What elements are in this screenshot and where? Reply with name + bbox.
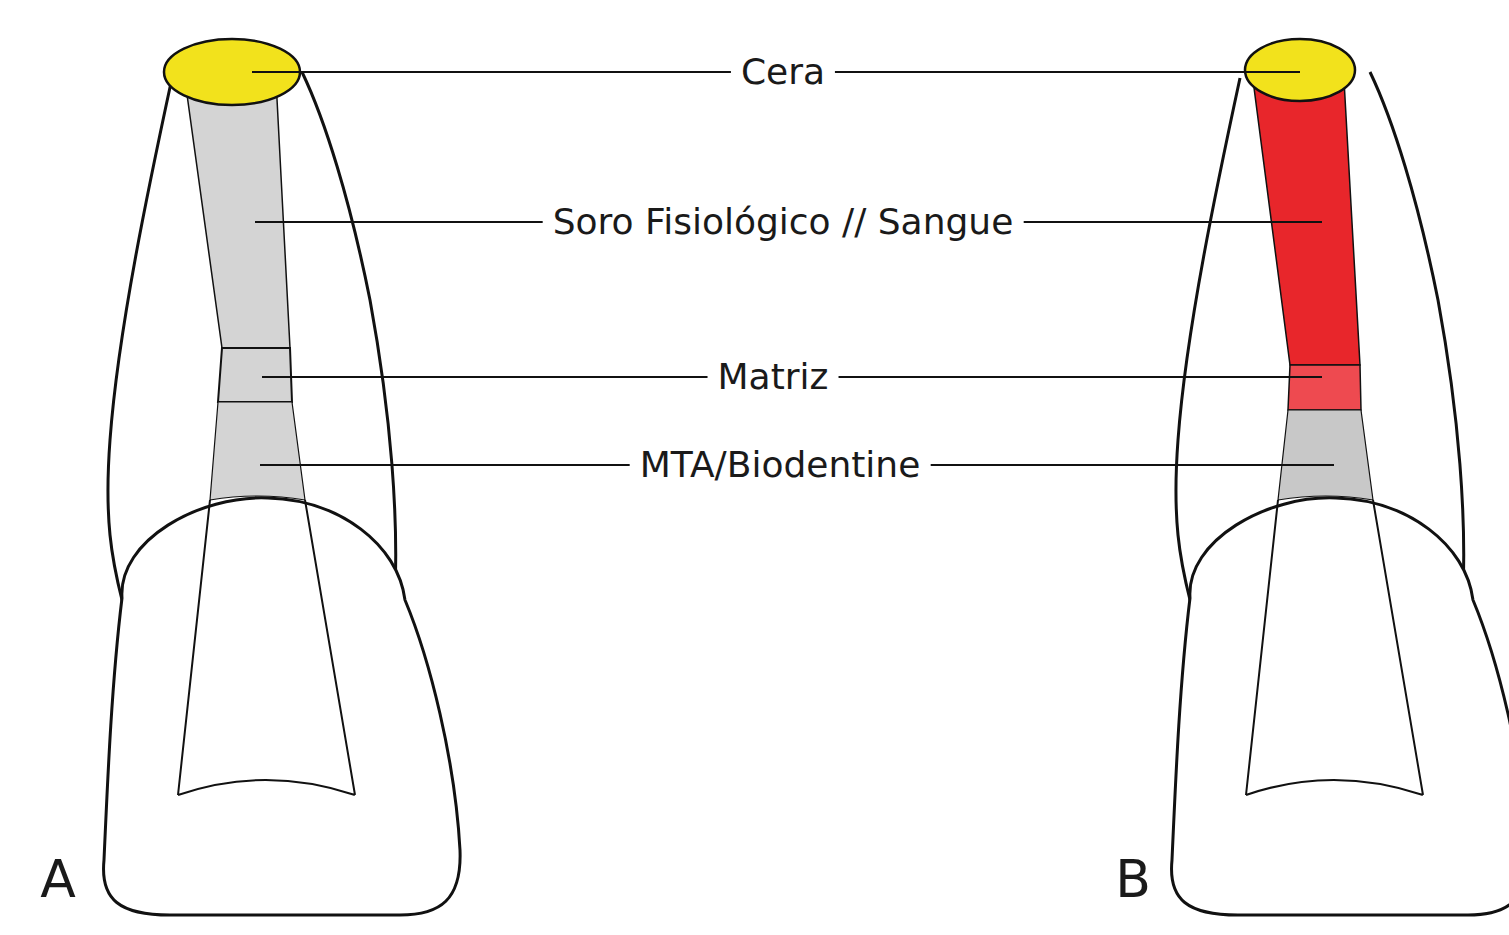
part-label: Cera: [731, 51, 835, 92]
part-label: Matriz: [708, 356, 839, 397]
mta-plug: [210, 402, 305, 500]
canal-fluid: [185, 80, 290, 348]
leader-lines: [252, 72, 1334, 465]
panel-letter: B: [1115, 850, 1151, 910]
mta-plug: [1278, 410, 1373, 500]
part-label: Soro Fisiológico // Sangue: [543, 201, 1024, 242]
part-label: MTA/Biodentine: [630, 444, 931, 485]
matrix: [1288, 365, 1361, 410]
tooth-a: [104, 39, 461, 915]
matrix: [218, 348, 292, 402]
wax-seal: [1245, 39, 1355, 101]
panel-letter: A: [40, 850, 76, 910]
tooth-b: [1172, 39, 1509, 915]
